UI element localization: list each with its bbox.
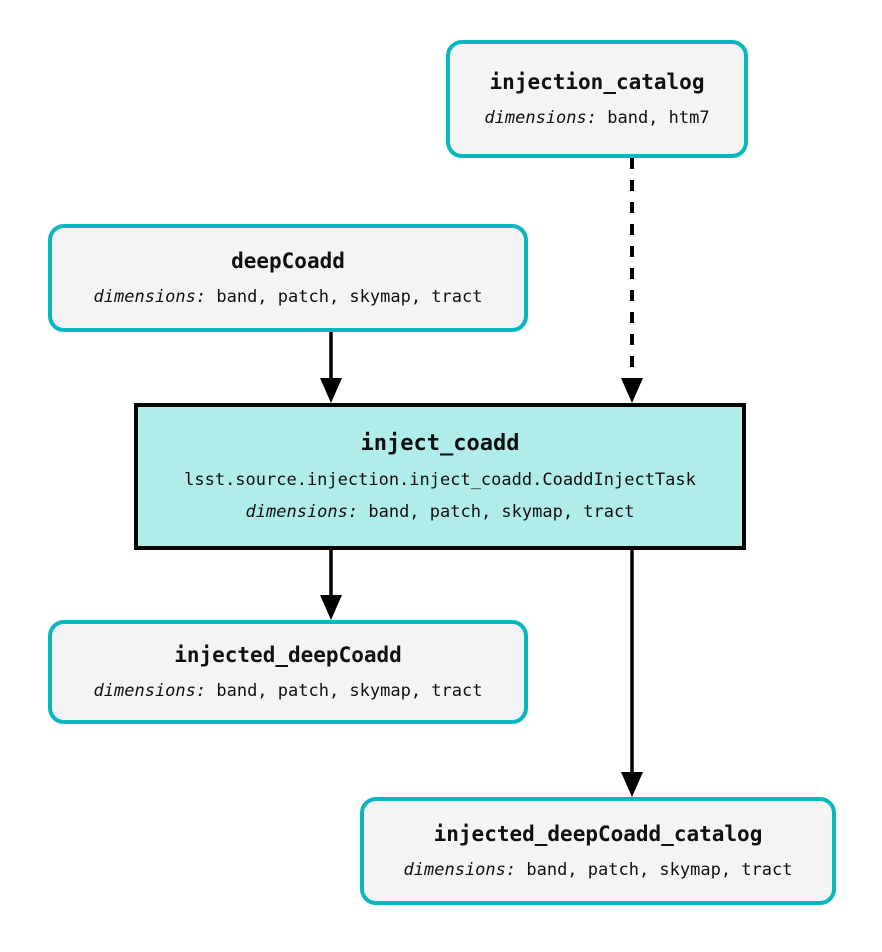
node-class-path: lsst.source.injection.inject_coadd.Coadd… bbox=[184, 470, 696, 491]
node-injected-deep-coadd[interactable]: injected_deepCoadd dimensions: band, pat… bbox=[48, 620, 528, 724]
node-inject-coadd[interactable]: inject_coadd lsst.source.injection.injec… bbox=[134, 403, 746, 550]
node-dimensions: dimensions: band, patch, skymap, tract bbox=[246, 501, 635, 523]
node-title: injected_deepCoadd bbox=[174, 642, 402, 667]
edge-injection-catalog-to-inject-coadd bbox=[621, 158, 643, 403]
node-title: deepCoadd bbox=[231, 248, 345, 273]
dimensions-label: dimensions: bbox=[245, 502, 359, 523]
edge-deep-coadd-to-inject-coadd bbox=[320, 332, 342, 403]
edge-inject-coadd-to-injected-deep-coadd bbox=[320, 550, 342, 620]
dimensions-label: dimensions: bbox=[484, 108, 597, 129]
edge-inject-coadd-to-injected-deep-coadd-catalog bbox=[621, 550, 643, 797]
dimensions-label: dimensions: bbox=[93, 287, 207, 308]
dimensions-label: dimensions: bbox=[403, 860, 517, 881]
node-dimensions: dimensions: band, patch, skymap, tract bbox=[404, 859, 793, 881]
node-deep-coadd[interactable]: deepCoadd dimensions: band, patch, skyma… bbox=[48, 224, 528, 332]
node-dimensions: dimensions: band, patch, skymap, tract bbox=[94, 680, 483, 702]
dimensions-value: band, patch, skymap, tract bbox=[516, 860, 793, 881]
node-title: injected_deepCoadd_catalog bbox=[433, 821, 763, 846]
node-title: inject_coadd bbox=[360, 430, 520, 456]
dimensions-value: band, patch, skymap, tract bbox=[206, 287, 483, 308]
node-dimensions: dimensions: band, htm7 bbox=[484, 107, 709, 129]
node-title: injection_catalog bbox=[489, 69, 705, 94]
dimensions-value: band, patch, skymap, tract bbox=[206, 681, 483, 702]
dimensions-value: band, htm7 bbox=[597, 108, 710, 129]
node-dimensions: dimensions: band, patch, skymap, tract bbox=[94, 286, 483, 308]
dimensions-label: dimensions: bbox=[93, 681, 207, 702]
node-injection-catalog[interactable]: injection_catalog dimensions: band, htm7 bbox=[446, 40, 748, 158]
node-injected-deep-coadd-catalog[interactable]: injected_deepCoadd_catalog dimensions: b… bbox=[360, 797, 836, 905]
dimensions-value: band, patch, skymap, tract bbox=[358, 502, 635, 523]
